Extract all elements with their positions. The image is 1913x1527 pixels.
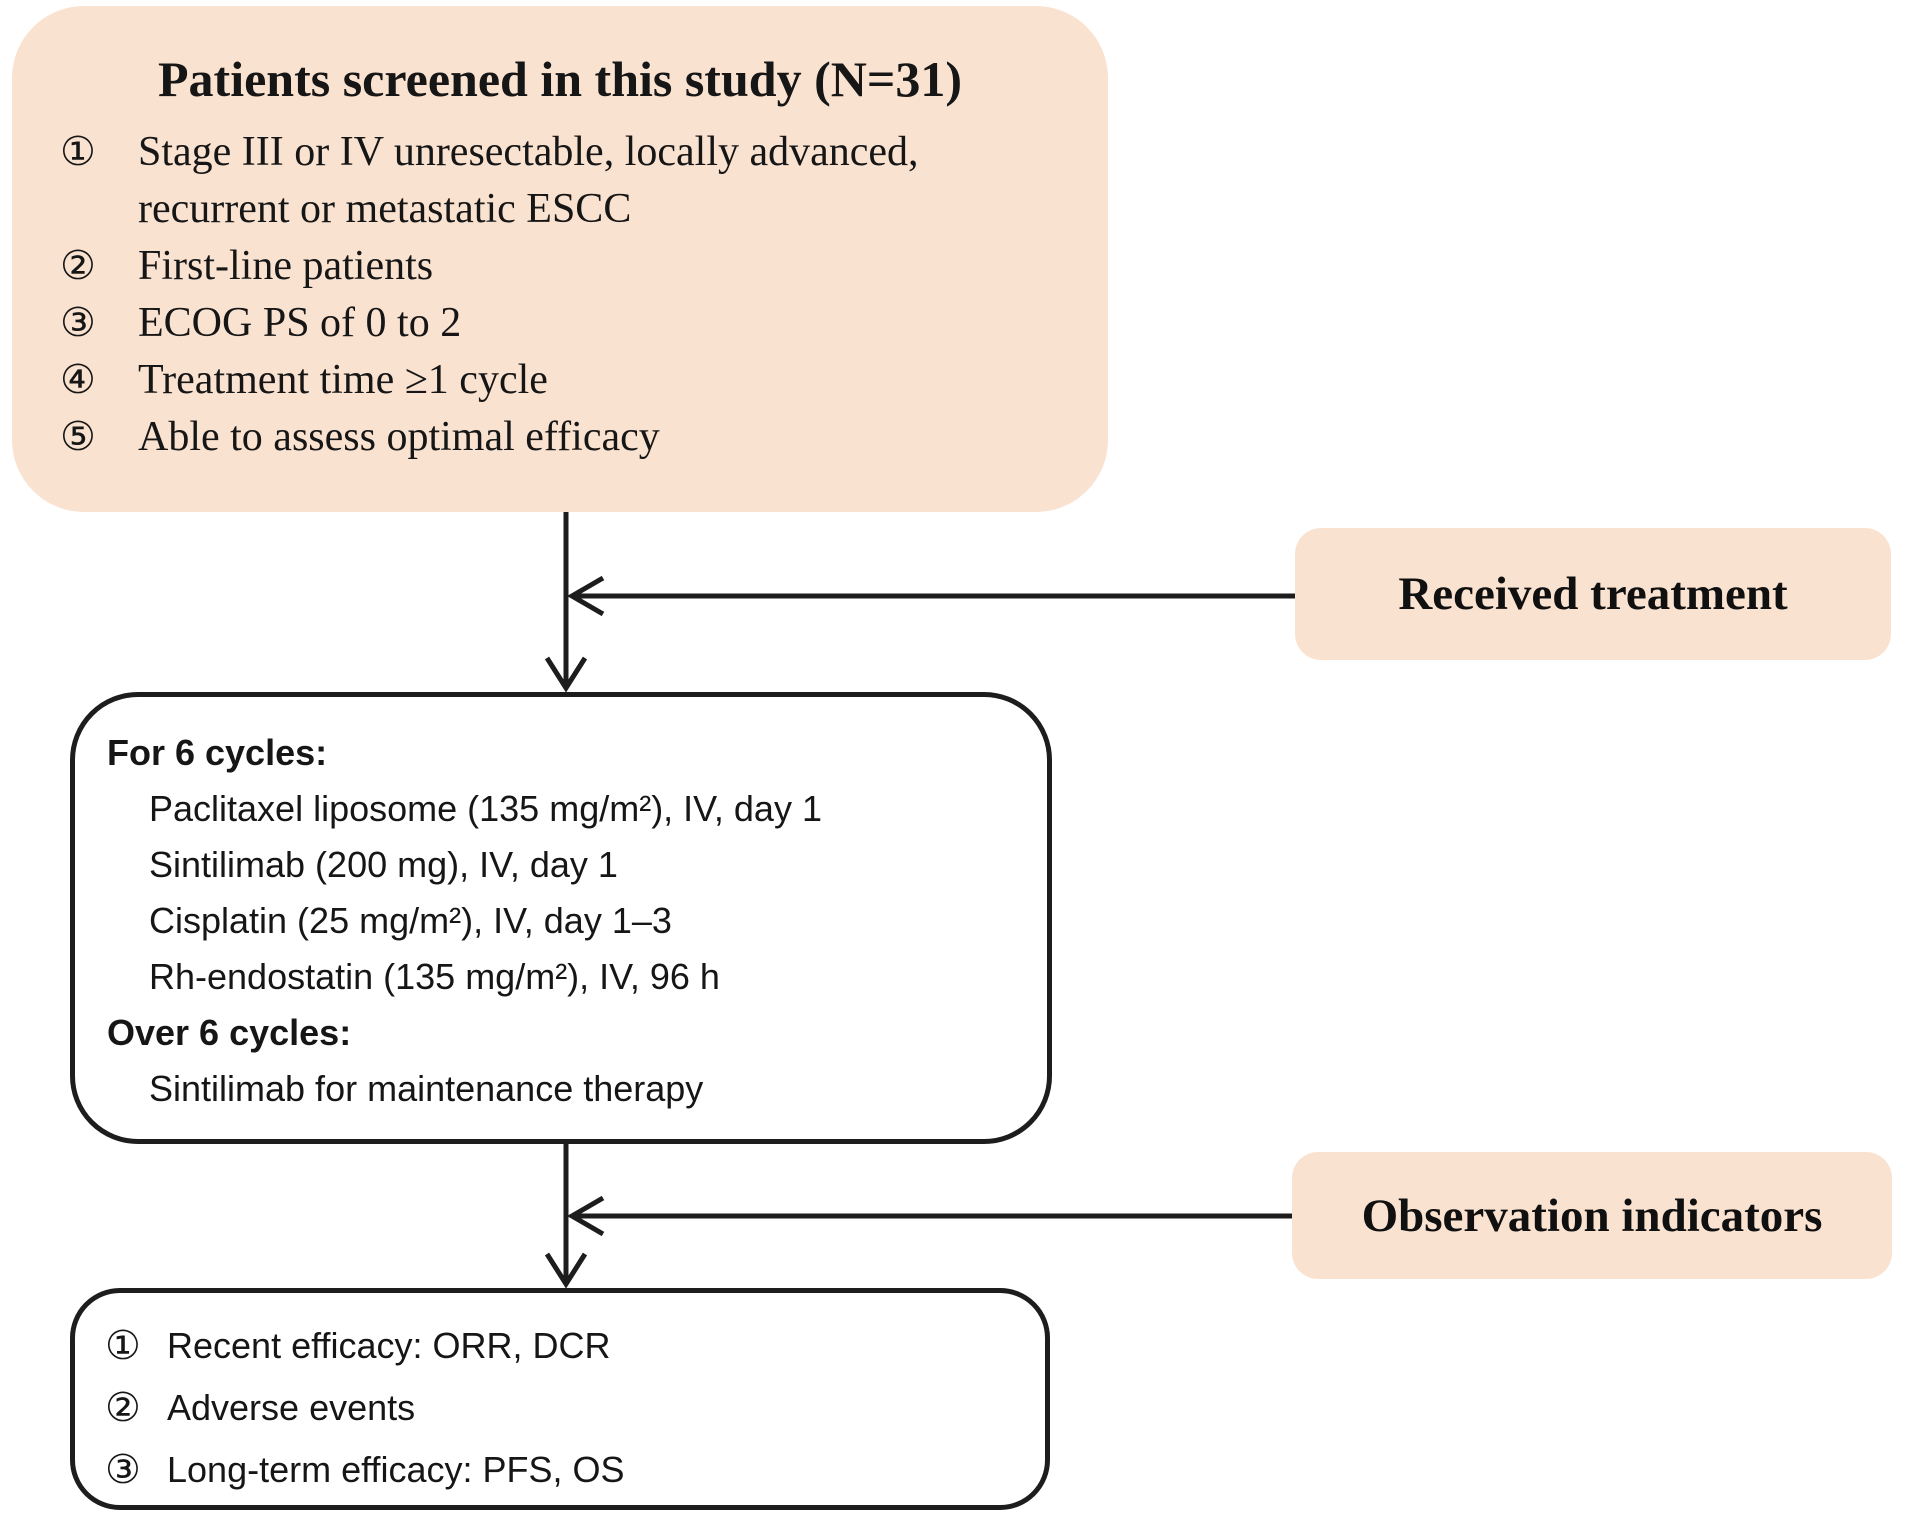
circled-number-icon: ①	[60, 129, 96, 175]
indicator-text: Long-term efficacy: PFS, OS	[167, 1449, 625, 1490]
criterion-text: Stage III or IV unresectable, locally ad…	[138, 129, 919, 232]
list-item: ② Adverse events	[105, 1377, 1025, 1439]
list-item: ③ ECOG PS of 0 to 2	[60, 295, 1108, 352]
list-item: ⑤ Able to assess optimal efficacy	[60, 409, 1108, 466]
arrow-left-icon	[567, 1195, 605, 1237]
circled-number-icon: ④	[60, 357, 96, 403]
observation-indicators-label: Observation indicators	[1292, 1152, 1892, 1279]
treatment-box: For 6 cycles: Paclitaxel liposome (135 m…	[70, 692, 1052, 1144]
treatment-item: Sintilimab for maintenance therapy	[149, 1068, 704, 1109]
treatment-item: Paclitaxel liposome (135 mg/m²), IV, day…	[149, 788, 822, 829]
treatment-section-heading: Over 6 cycles:	[107, 1012, 352, 1053]
criterion-text: ECOG PS of 0 to 2	[138, 300, 462, 346]
screening-box: Patients screened in this study (N=31) ①…	[12, 6, 1108, 512]
list-item: ③ Long-term efficacy: PFS, OS	[105, 1439, 1025, 1501]
screening-criteria-list: ① Stage III or IV unresectable, locally …	[60, 124, 1108, 466]
criterion-text: First-line patients	[138, 243, 434, 289]
circled-number-icon: ②	[105, 1385, 141, 1431]
criterion-text: Able to assess optimal efficacy	[138, 414, 660, 460]
criterion-text: Treatment time ≥1 cycle	[138, 357, 548, 403]
received-treatment-label: Received treatment	[1295, 528, 1891, 660]
arrow-down-icon	[544, 656, 588, 693]
arrow-left-icon	[567, 575, 605, 617]
circled-number-icon: ③	[105, 1447, 141, 1493]
list-item: ④ Treatment time ≥1 cycle	[60, 352, 1108, 409]
list-item: ② First-line patients	[60, 238, 1108, 295]
circled-number-icon: ①	[105, 1323, 141, 1369]
screening-box-title: Patients screened in this study (N=31)	[158, 51, 962, 107]
treatment-section-heading: For 6 cycles:	[107, 732, 328, 773]
treatment-item: Cisplatin (25 mg/m²), IV, day 1–3	[149, 900, 672, 941]
circled-number-icon: ⑤	[60, 414, 96, 460]
indicator-text: Adverse events	[167, 1387, 416, 1428]
list-item: ① Stage III or IV unresectable, locally …	[60, 124, 1108, 238]
arrow-down-icon	[544, 1252, 588, 1289]
indicator-text: Recent efficacy: ORR, DCR	[167, 1325, 611, 1366]
circled-number-icon: ②	[60, 243, 96, 289]
treatment-item: Sintilimab (200 mg), IV, day 1	[149, 844, 618, 885]
indicators-box: ① Recent efficacy: ORR, DCR ② Adverse ev…	[70, 1288, 1050, 1510]
circled-number-icon: ③	[60, 300, 96, 346]
treatment-item: Rh-endostatin (135 mg/m²), IV, 96 h	[149, 956, 720, 997]
list-item: ① Recent efficacy: ORR, DCR	[105, 1315, 1025, 1377]
